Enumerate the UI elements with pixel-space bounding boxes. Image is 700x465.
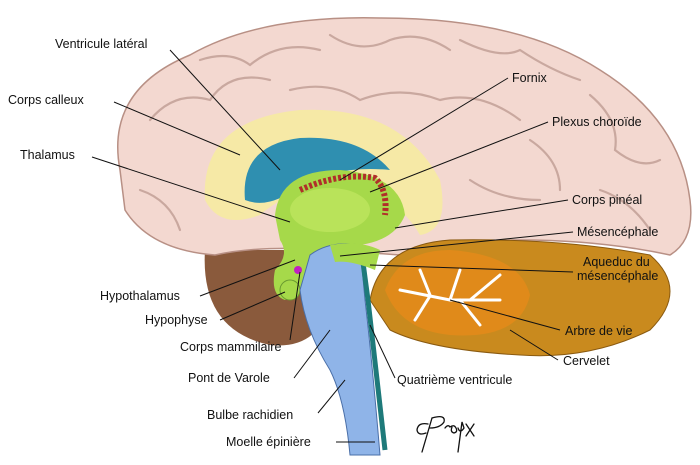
label-arbre-de-vie: Arbre de vie bbox=[565, 324, 632, 338]
cerebrum bbox=[117, 17, 692, 256]
mammillary-body bbox=[294, 266, 302, 274]
fourth-ventricle bbox=[359, 254, 388, 451]
label-plexus-choroide: Plexus choroïde bbox=[552, 115, 642, 129]
label-ventricule-lateral: Ventricule latéral bbox=[55, 37, 147, 51]
label-corps-mammilaire: Corps mammilaire bbox=[180, 340, 281, 354]
leader-lines bbox=[91, 49, 574, 443]
label-bulbe-rachidien: Bulbe rachidien bbox=[207, 408, 293, 422]
lateral-ventricle bbox=[244, 137, 390, 203]
label-mesencephale: Mésencéphale bbox=[577, 225, 658, 239]
label-hypophyse: Hypophyse bbox=[145, 313, 208, 327]
brainstem bbox=[299, 243, 381, 456]
label-corps-calleux: Corps calleux bbox=[8, 93, 84, 107]
thalamus-shape bbox=[290, 188, 370, 232]
label-fornix: Fornix bbox=[512, 71, 547, 85]
midbrain bbox=[330, 243, 380, 270]
label-aqueduc-line2: mésencéphale bbox=[577, 269, 658, 283]
label-moelle-epiniere: Moelle épinière bbox=[226, 435, 311, 449]
artist-signature bbox=[416, 416, 475, 453]
label-thalamus: Thalamus bbox=[20, 148, 75, 162]
choroid-plexus bbox=[298, 173, 389, 216]
label-hypothalamus: Hypothalamus bbox=[100, 289, 180, 303]
gyri bbox=[138, 33, 662, 232]
label-corps-pineal: Corps pinéal bbox=[572, 193, 642, 207]
label-pont-de-varole: Pont de Varole bbox=[188, 371, 270, 385]
label-quatrieme-ventricule: Quatrième ventricule bbox=[397, 373, 512, 387]
label-aqueduc-line1: Aqueduc du bbox=[583, 255, 650, 269]
label-cervelet: Cervelet bbox=[563, 354, 610, 368]
